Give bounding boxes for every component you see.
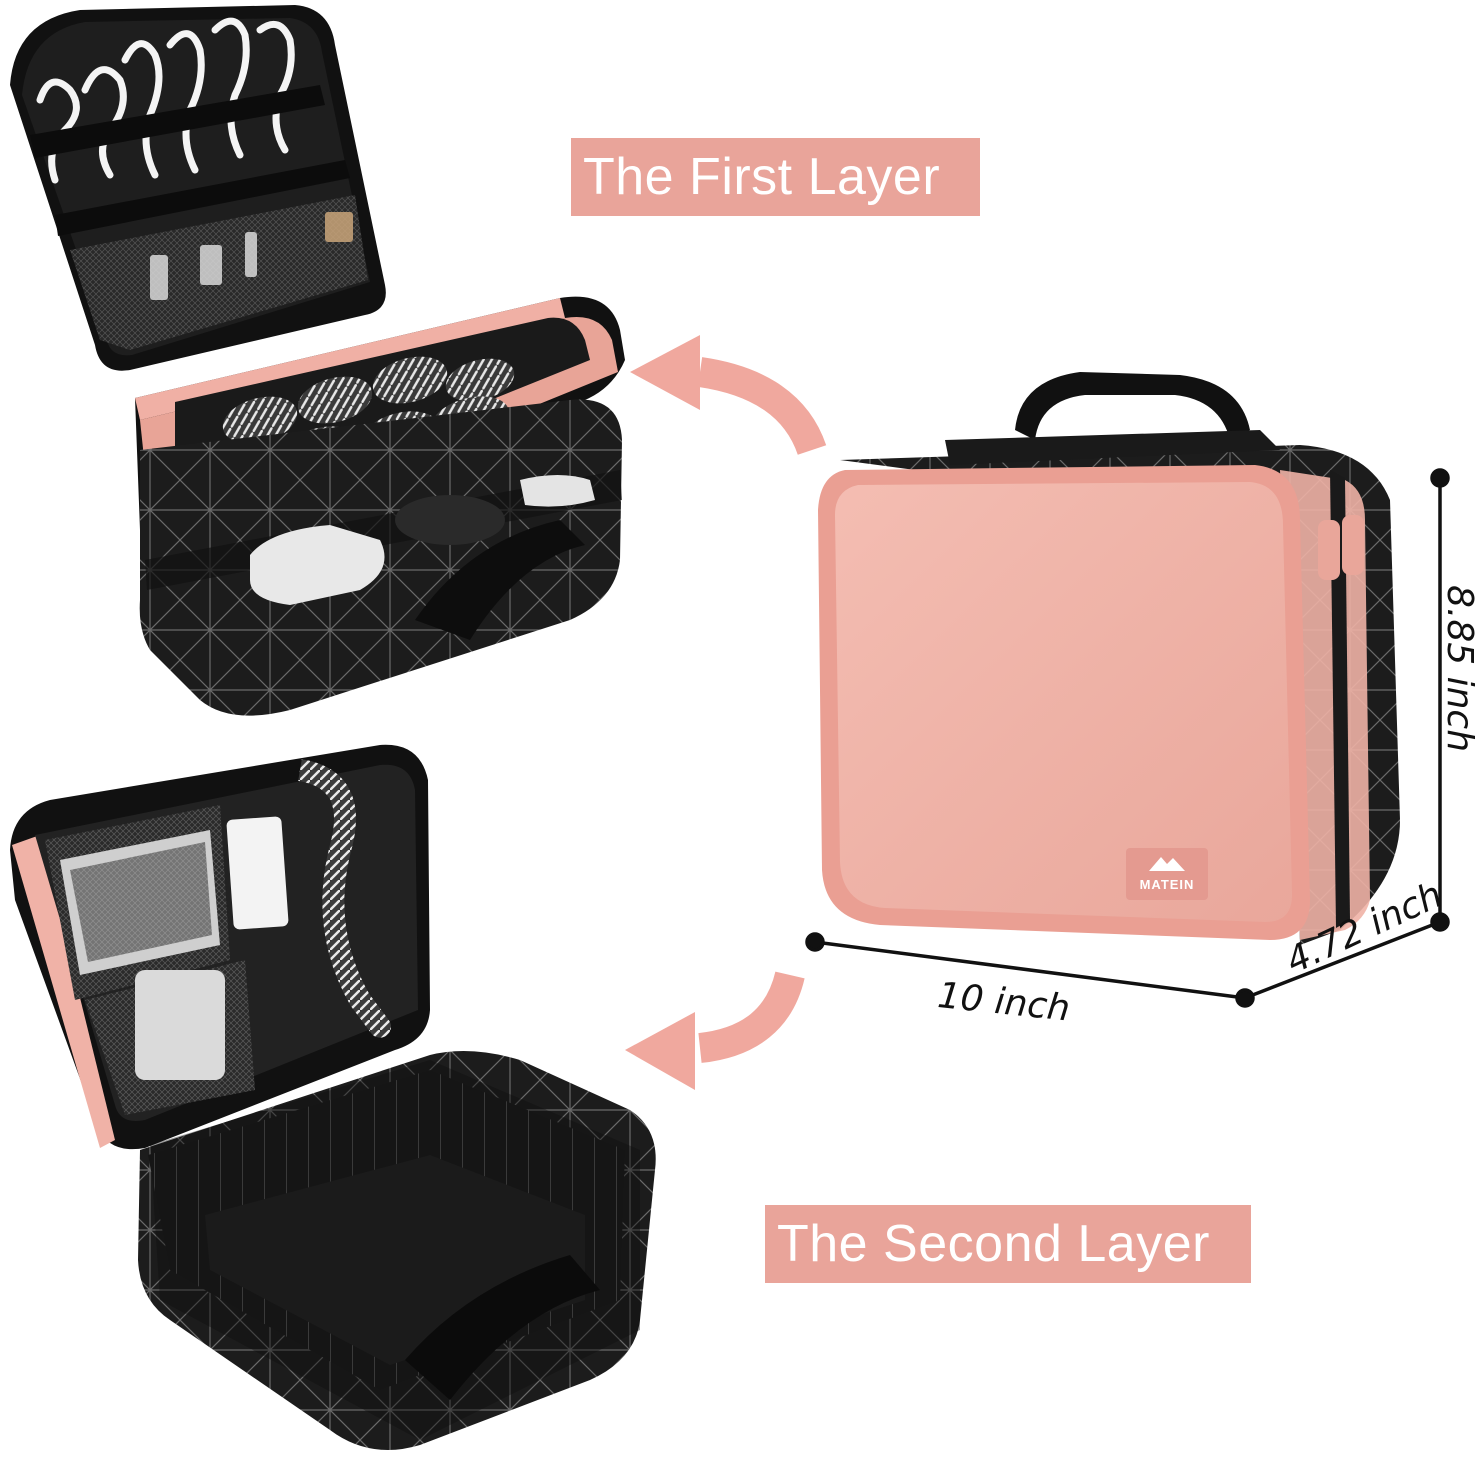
curved-arrow-up-icon — [630, 335, 827, 456]
first-layer-case — [10, 5, 625, 716]
height-dimension-label: 8.85 inch — [1439, 585, 1480, 753]
curved-arrow-down-icon — [625, 971, 805, 1090]
closed-case — [805, 372, 1450, 1008]
dimension-lines — [805, 468, 1450, 1008]
brand-patch: MATEIN — [1126, 848, 1208, 900]
second-layer-case — [10, 744, 656, 1450]
mountain-logo-icon — [1149, 857, 1185, 871]
first-layer-label: The First Layer — [571, 138, 980, 216]
second-layer-label: The Second Layer — [765, 1205, 1251, 1283]
brand-name: MATEIN — [1139, 877, 1195, 892]
